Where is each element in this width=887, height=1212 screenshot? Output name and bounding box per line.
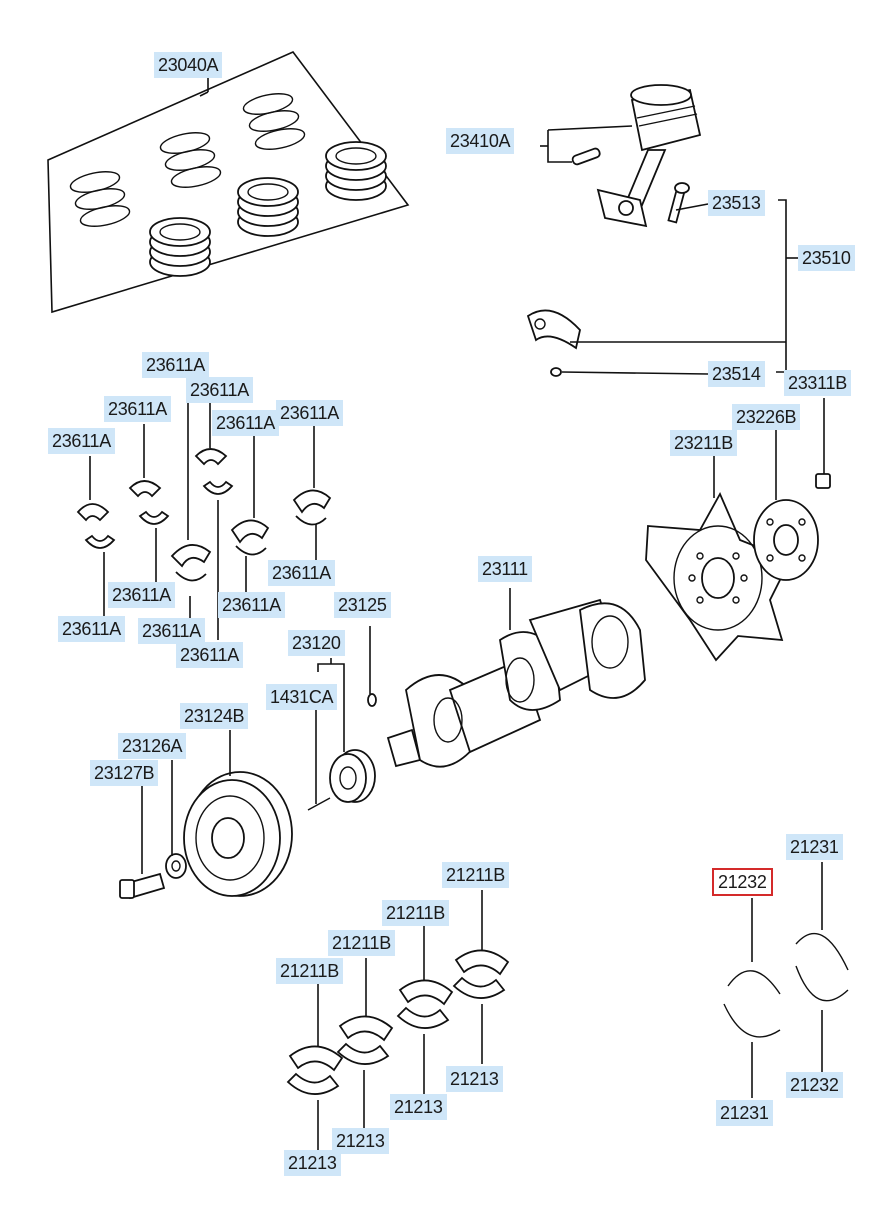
- label-23120[interactable]: 23120: [288, 630, 345, 656]
- conrod-cap: [526, 309, 581, 377]
- label-21211b-3[interactable]: 21211B: [328, 930, 395, 956]
- label-21213-1[interactable]: 21213: [446, 1066, 503, 1092]
- label-23611a-12[interactable]: 23611A: [176, 642, 243, 668]
- conrod-bearings: [76, 448, 332, 582]
- crankshaft: [386, 588, 646, 768]
- sprocket: [307, 626, 377, 811]
- label-23611a-8[interactable]: 23611A: [108, 582, 175, 608]
- label-23611a-11[interactable]: 23611A: [138, 618, 205, 644]
- label-21231-bottom[interactable]: 21231: [716, 1100, 773, 1126]
- label-23611a-10[interactable]: 23611A: [58, 616, 125, 642]
- label-23410a[interactable]: 23410A: [446, 128, 515, 154]
- main-bearings: [286, 890, 510, 1150]
- piston-assembly: [571, 84, 702, 228]
- label-21211b-4[interactable]: 21211B: [276, 958, 343, 984]
- label-23111[interactable]: 23111: [478, 556, 532, 582]
- label-23127b[interactable]: 23127B: [90, 760, 159, 786]
- label-23211b[interactable]: 23211B: [670, 430, 737, 456]
- label-23611a-4[interactable]: 23611A: [212, 410, 279, 436]
- label-21213-4[interactable]: 21213: [284, 1150, 341, 1176]
- label-21231-top[interactable]: 21231: [786, 834, 843, 860]
- label-23514[interactable]: 23514: [708, 361, 765, 387]
- label-21211b-2[interactable]: 21211B: [382, 900, 449, 926]
- label-23125[interactable]: 23125: [334, 592, 391, 618]
- label-23611a-5[interactable]: 23611A: [276, 400, 343, 426]
- label-21232-bottom[interactable]: 21232: [786, 1072, 843, 1098]
- label-23513[interactable]: 23513: [708, 190, 765, 216]
- thrust-washers: [723, 862, 849, 1098]
- piston-rings: [69, 93, 387, 277]
- label-21213-2[interactable]: 21213: [390, 1094, 447, 1120]
- label-1431ca[interactable]: 1431CA: [266, 684, 338, 710]
- label-21211b-1[interactable]: 21211B: [442, 862, 509, 888]
- label-21213-3[interactable]: 21213: [332, 1128, 389, 1154]
- label-23124b[interactable]: 23124B: [180, 703, 249, 729]
- flywheel-bolt: [815, 398, 831, 489]
- label-23311b[interactable]: 23311B: [784, 370, 851, 396]
- drive-plate: [645, 456, 792, 662]
- label-21232-highlighted[interactable]: 21232: [712, 868, 773, 896]
- label-23611a-9[interactable]: 23611A: [218, 592, 285, 618]
- label-23126a[interactable]: 23126A: [118, 733, 187, 759]
- label-23611a-2[interactable]: 23611A: [186, 377, 253, 403]
- label-23611a-6[interactable]: 23611A: [48, 428, 115, 454]
- label-23611a-1[interactable]: 23611A: [142, 352, 209, 378]
- piston-ring-set-box: [47, 51, 410, 314]
- label-23611a-7[interactable]: 23611A: [268, 560, 335, 586]
- leader-lines-rod: [540, 125, 798, 375]
- label-23226b[interactable]: 23226B: [732, 404, 801, 430]
- crank-pulley: [119, 730, 293, 900]
- label-23510[interactable]: 23510: [798, 245, 855, 271]
- adapter-plate: [753, 430, 819, 581]
- label-23040a[interactable]: 23040A: [154, 52, 223, 78]
- label-23611a-3[interactable]: 23611A: [104, 396, 171, 422]
